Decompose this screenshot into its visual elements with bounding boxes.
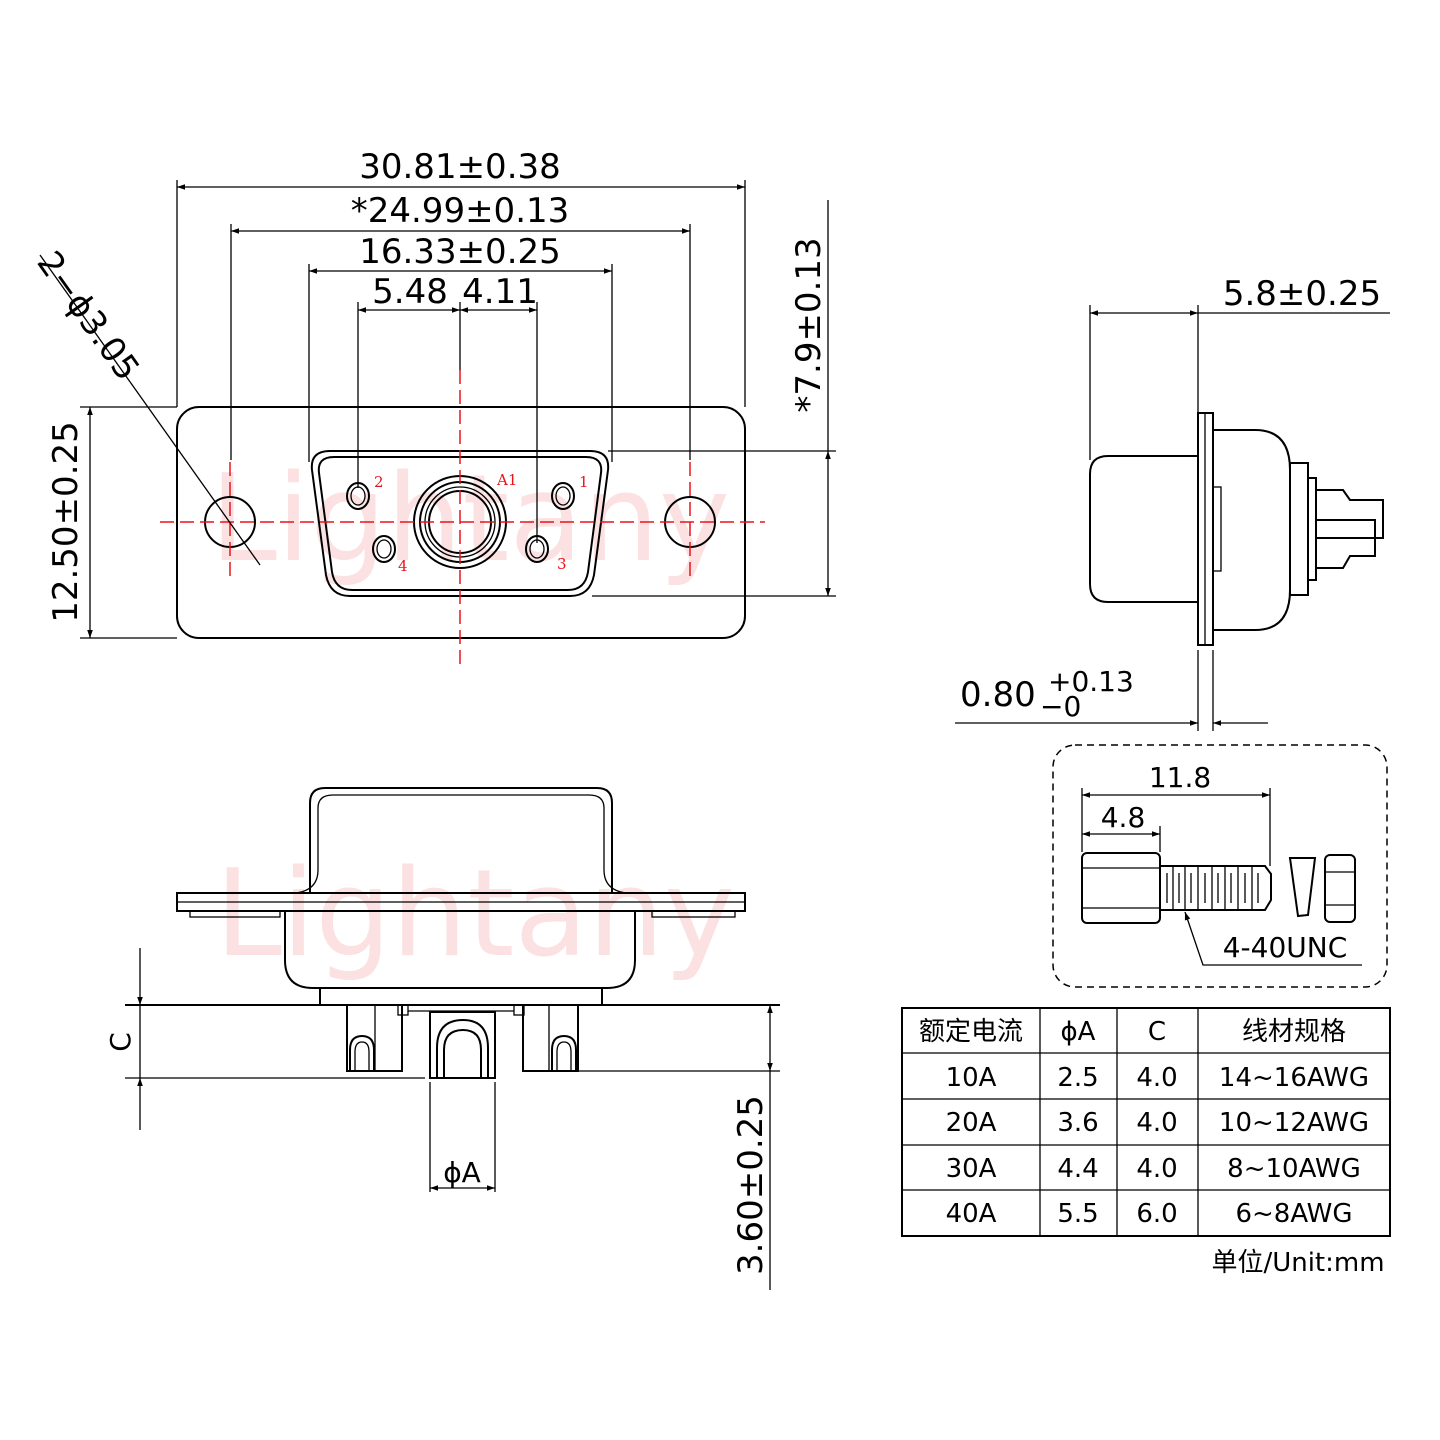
table-row: 20A 3.6 4.0 10~12AWG [946, 1108, 1370, 1138]
side-shell [1089, 455, 1198, 603]
table-row: 40A 5.5 6.0 6~8AWG [946, 1199, 1353, 1229]
dim-screw-length: 11.8 [1149, 761, 1211, 794]
svg-text:4.4: 4.4 [1057, 1154, 1098, 1184]
dim-flange-height: 12.50±0.25 [46, 421, 86, 623]
side-body [1213, 429, 1291, 631]
thread-marks [1166, 866, 1259, 910]
dim-overall-width: 30.81±0.38 [359, 147, 561, 187]
unit-note: 单位/Unit:mm [1211, 1248, 1384, 1278]
svg-text:14~16AWG: 14~16AWG [1219, 1063, 1369, 1093]
svg-text:30A: 30A [946, 1154, 997, 1184]
bottom-view: C ϕA 3.60±0.25 [104, 787, 780, 1290]
dim-tol-plus: +0.13 [1048, 665, 1134, 698]
dim-tol-minus: −0 [1040, 690, 1081, 723]
watermark: Lightany [215, 845, 735, 984]
side-terminal [1316, 489, 1384, 569]
dim-mount-hole: 2−ϕ3.05 [29, 244, 147, 388]
bottom-signal-pins [346, 1004, 579, 1072]
svg-text:10~12AWG: 10~12AWG [1219, 1108, 1369, 1138]
pin-label-3: 3 [557, 555, 567, 573]
pin-label-2: 2 [374, 473, 384, 491]
screw-detail: 11.8 4.8 4-40UNC [1052, 744, 1388, 988]
hex-standoff [1081, 852, 1161, 924]
power-pin [429, 1011, 496, 1079]
header-c: C [1148, 1017, 1166, 1047]
svg-text:4.0: 4.0 [1136, 1063, 1177, 1093]
header-rated-current: 额定电流 [919, 1017, 1023, 1047]
svg-text:6~8AWG: 6~8AWG [1235, 1199, 1352, 1229]
svg-text:40A: 40A [946, 1199, 997, 1229]
dim-flange-thickness: 0.80 [960, 675, 1036, 715]
dim-mount-pitch: *24.99±0.13 [351, 191, 570, 231]
dim-shell-depth: 5.8±0.25 [1223, 274, 1381, 314]
svg-text:4.0: 4.0 [1136, 1154, 1177, 1184]
dim-pin-right: 4.11 [462, 272, 538, 312]
hex-nut [1324, 854, 1356, 923]
detail-frame [1052, 744, 1388, 988]
svg-text:2.5: 2.5 [1057, 1063, 1098, 1093]
svg-text:4.0: 4.0 [1136, 1108, 1177, 1138]
dim-c: C [104, 1032, 137, 1052]
pin-label-1: 1 [579, 473, 589, 491]
table-row: 10A 2.5 4.0 14~16AWG [946, 1063, 1370, 1093]
svg-text:5.5: 5.5 [1057, 1199, 1098, 1229]
svg-text:3.6: 3.6 [1057, 1108, 1098, 1138]
spec-table: 额定电流 ϕA C 线材规格 10A 2.5 4.0 14~16AWG 20A 3.6 4… [901, 1007, 1391, 1278]
table-row: 30A 4.4 4.0 8~10AWG [946, 1154, 1361, 1184]
svg-text:6.0: 6.0 [1136, 1199, 1177, 1229]
watermark: Lightany [210, 450, 730, 589]
svg-text:8~10AWG: 8~10AWG [1227, 1154, 1361, 1184]
d-shell-outer [310, 450, 610, 597]
svg-text:20A: 20A [946, 1108, 997, 1138]
dim-pin-left: 5.48 [372, 272, 448, 312]
dim-pin-length: 3.60±0.25 [731, 1095, 771, 1275]
header-wire-gauge: 线材规格 [1242, 1017, 1346, 1047]
lock-washer [1288, 857, 1317, 918]
dim-shell-width: 16.33±0.25 [359, 232, 561, 272]
front-view: 2 A1 1 4 3 30.81±0.38 *24.99±0.13 16.33±… [29, 147, 836, 668]
side-view: 5.8±0.25 0.80 +0.13 −0 [955, 274, 1390, 731]
mount-hole-leader [39, 254, 261, 566]
d-shell-inner [317, 456, 603, 591]
pin-label-a1: A1 [496, 471, 517, 489]
table-header: 额定电流 ϕA C 线材规格 [919, 1017, 1346, 1047]
dim-phi-a: ϕA [443, 1156, 481, 1189]
pin-label-4: 4 [398, 557, 408, 575]
dim-screw-head: 4.8 [1101, 801, 1146, 834]
thread-label: 4-40UNC [1223, 931, 1348, 964]
threaded-stud [1160, 865, 1272, 911]
svg-text:10A: 10A [946, 1063, 997, 1093]
header-phi-a: ϕA [1061, 1017, 1096, 1047]
dim-shell-height: *7.9±0.13 [789, 237, 829, 412]
shell-outer [309, 787, 613, 893]
